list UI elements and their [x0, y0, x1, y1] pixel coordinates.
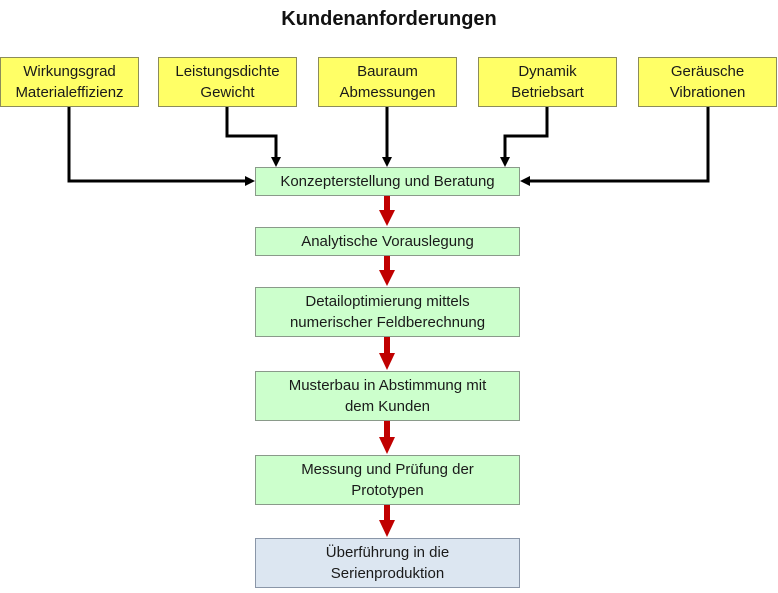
step-line1: Analytische Vorauslegung: [301, 233, 474, 250]
arrowhead-power-density: [271, 157, 281, 167]
requirement-line1: Wirkungsgrad: [23, 63, 116, 80]
requirement-line1: Geräusche: [670, 63, 745, 80]
step-line1: Überführung in die: [325, 544, 450, 561]
arrowhead-installation-space: [382, 157, 392, 167]
requirement-line2: Gewicht: [200, 84, 255, 101]
arrowhead-efficiency: [245, 176, 255, 186]
requirement-line2: Materialeffizienz: [15, 84, 124, 101]
requirement-line2: Betriebsart: [511, 84, 584, 101]
step-line1: Konzepterstellung und Beratung: [280, 173, 495, 190]
arrowhead-noise: [520, 176, 530, 186]
step-line2: numerischer Feldberechnung: [289, 314, 486, 331]
step-line2: Prototypen: [351, 482, 424, 499]
requirement-line1: Bauraum: [357, 63, 418, 80]
requirement-line2: Abmessungen: [339, 84, 436, 101]
step-line1: Messung und Prüfung der: [301, 461, 474, 478]
arrowhead-dynamics: [500, 157, 510, 167]
step-line1: Detailoptimierung mittels: [305, 293, 470, 310]
step-line2: Serienproduktion: [330, 565, 445, 582]
diagram-title: Kundenanforderungen: [281, 8, 497, 30]
step-line1: Musterbau in Abstimmung mit: [288, 377, 487, 394]
requirement-line1: Dynamik: [518, 63, 577, 80]
requirement-line1: Leistungsdichte: [175, 63, 280, 80]
step-line2: dem Kunden: [344, 398, 431, 415]
connector-noise: [528, 107, 710, 183]
requirement-line2: Vibrationen: [669, 84, 746, 101]
flow-arrow-4: [379, 421, 395, 454]
flow-arrow-3: [379, 337, 395, 370]
step-concept: Konzepterstellung und Beratung: [255, 167, 520, 196]
step-prototype-build: Musterbau in Abstimmung mit dem Kunden: [255, 371, 520, 421]
connector-power-density: [225, 107, 278, 158]
connector-efficiency: [67, 107, 247, 183]
flow-arrow-5: [379, 505, 395, 537]
flow-arrow-2: [379, 256, 395, 286]
step-detail-optimization: Detailoptimierung mittels numerischer Fel…: [255, 287, 520, 337]
flow-arrow-1: [379, 195, 395, 226]
connector-dynamics: [503, 107, 549, 158]
step-analytic-design: Analytische Vorauslegung: [255, 227, 520, 256]
